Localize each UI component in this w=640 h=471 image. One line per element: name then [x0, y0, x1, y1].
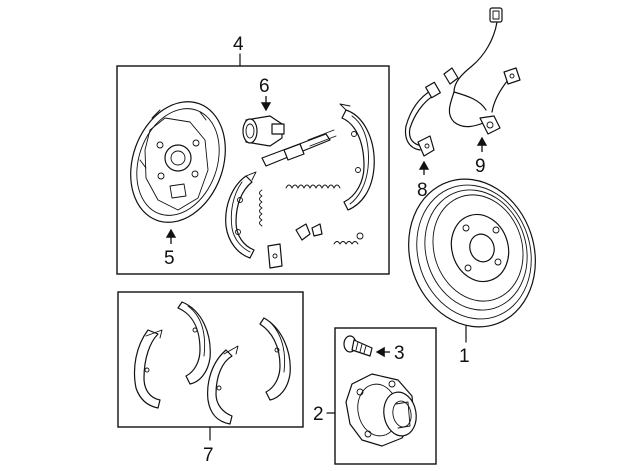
callout-5: 5 [164, 248, 175, 269]
wheel-cylinder[interactable] [242, 115, 285, 147]
callout-7: 7 [203, 445, 214, 466]
shoe-set-1[interactable] [133, 329, 163, 409]
backing-plate[interactable] [115, 88, 242, 235]
group-box-4 [116, 53, 390, 275]
brake-drum[interactable] [390, 163, 554, 344]
callout-2: 2 [313, 404, 324, 425]
callout-6: 6 [259, 76, 270, 97]
shoe-set-3[interactable] [207, 345, 239, 425]
return-spring-lower[interactable] [259, 189, 263, 227]
hold-down-clip[interactable] [267, 243, 283, 269]
callout-4: 4 [233, 34, 244, 55]
hub-bearing-assembly[interactable] [345, 373, 420, 447]
wheel-stud[interactable] [343, 335, 373, 357]
abs-sensor-harness[interactable] [443, 7, 521, 135]
brake-hose[interactable] [404, 81, 441, 157]
callout-3: 3 [394, 343, 405, 364]
shoe-set-4[interactable] [259, 317, 291, 401]
callout-1: 1 [459, 346, 470, 367]
hold-down-spring[interactable] [333, 232, 364, 245]
group-box-7 [117, 291, 304, 441]
return-spring-upper[interactable] [285, 184, 341, 189]
adjuster-lever[interactable] [295, 223, 323, 241]
callout-8: 8 [417, 180, 428, 201]
group-box-2 [326, 327, 437, 465]
brake-shoe-leading[interactable] [225, 171, 257, 259]
adjuster-strut[interactable] [261, 129, 337, 167]
callout-9: 9 [475, 156, 486, 177]
shoe-set-2[interactable] [177, 301, 211, 385]
brake-shoe-trailing[interactable] [339, 103, 375, 211]
